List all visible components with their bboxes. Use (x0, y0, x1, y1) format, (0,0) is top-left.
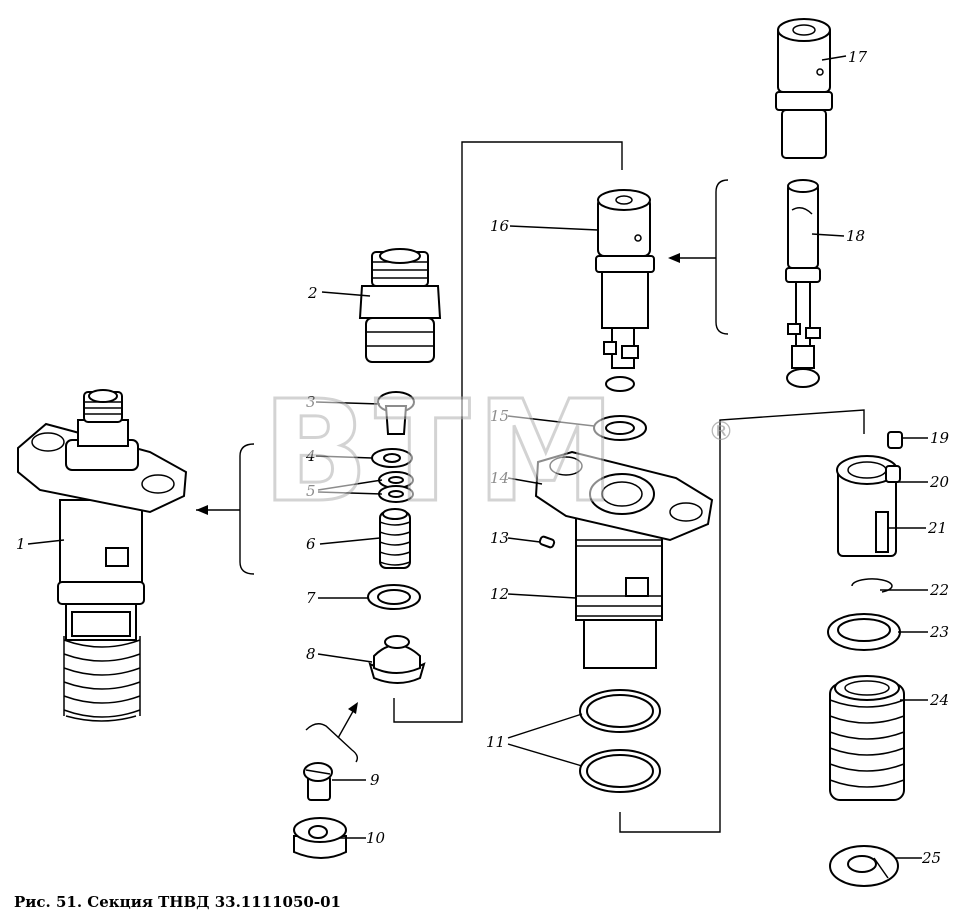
part-19-pin (887, 431, 903, 449)
callout-25: 25 (921, 849, 941, 867)
part-11-o-rings (579, 689, 661, 793)
callout-14: 14 (490, 469, 509, 487)
callout-7: 7 (306, 589, 316, 607)
callout-12: 12 (490, 585, 509, 603)
part-24-spring (829, 675, 905, 801)
callout-3: 3 (306, 393, 316, 411)
part-23-spring-plate (827, 613, 901, 651)
callout-22: 22 (929, 581, 949, 599)
watermark-logo: BTM (262, 371, 622, 534)
callout-2: 2 (307, 284, 318, 302)
part-15-seal-ring (593, 415, 647, 441)
callout-9: 9 (370, 771, 380, 789)
callout-16: 16 (490, 217, 510, 235)
callout-6: 6 (306, 535, 316, 553)
callout-11: 11 (486, 733, 505, 751)
part-20-rotary-sleeve (836, 455, 901, 557)
bracket-parts-9-10 (305, 702, 359, 763)
part-7-washer (367, 584, 421, 610)
callout-20: 20 (929, 473, 950, 491)
part-6-spring (379, 508, 411, 569)
watermark: BTM ® (261, 370, 735, 536)
watermark-registered-mark: ® (708, 417, 734, 447)
part-13-pin (538, 535, 556, 549)
callout-4: 4 (305, 447, 316, 465)
callout-17: 17 (848, 48, 868, 66)
callout-8: 8 (306, 645, 316, 663)
figure-caption: Рис. 51. Секция ТНВД 33.1111050-01 (14, 893, 341, 911)
leader-lines (27, 55, 928, 859)
callout-5: 5 (306, 482, 316, 500)
part-8-cap (368, 635, 426, 684)
connector-line-right (619, 409, 865, 833)
callout-23: 23 (929, 623, 949, 641)
callout-10: 10 (366, 829, 386, 847)
part-2-fitting (358, 248, 442, 363)
part-5-rings (378, 471, 414, 503)
callout-19: 19 (930, 429, 950, 447)
part-16-plunger-assembly (595, 189, 655, 392)
part-22-snap-ring (851, 578, 893, 593)
callout-15: 15 (490, 407, 509, 425)
connector-line-center (393, 141, 623, 723)
part-10-cap (293, 817, 347, 859)
bracket-parts-17-18 (668, 179, 729, 335)
part-3-valve (377, 391, 415, 435)
bracket-parts-2-8 (196, 443, 255, 575)
callout-18: 18 (846, 227, 865, 245)
part-1-pump-section-assembly (17, 389, 188, 722)
callout-24: 24 (929, 691, 949, 709)
part-9-screw (303, 762, 333, 801)
part-14-flange-housing (534, 450, 714, 669)
part-18-plunger (785, 179, 821, 388)
callout-13: 13 (490, 529, 509, 547)
callout-1: 1 (16, 535, 26, 553)
callout-labels: 1 2 3 4 5 6 7 8 9 10 11 12 13 14 15 16 1… (16, 48, 950, 867)
part-4-washer (371, 448, 413, 468)
part-17-sleeve (775, 18, 833, 159)
part-25-spring-seat (829, 845, 899, 887)
callout-21: 21 (927, 519, 947, 537)
